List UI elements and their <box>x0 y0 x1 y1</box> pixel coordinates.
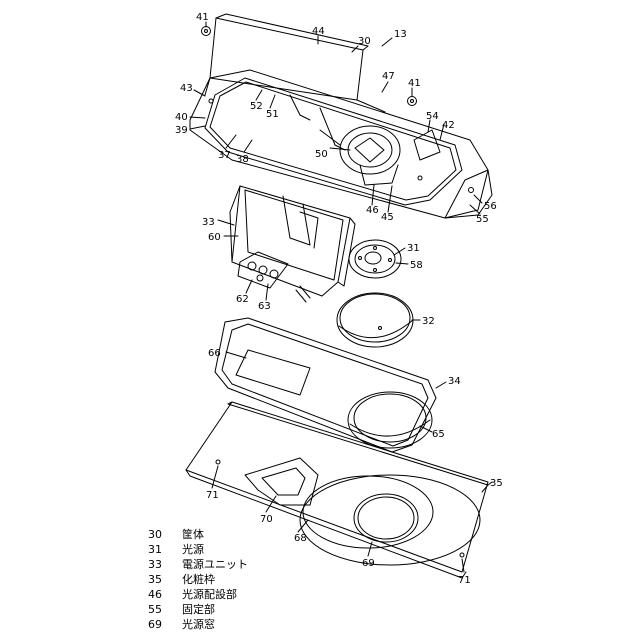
ref-label: 71 <box>206 490 219 501</box>
ref-label: 44 <box>312 26 325 37</box>
legend-number: 33 <box>148 557 182 572</box>
ref-label: 51 <box>266 109 279 120</box>
ref-label: 65 <box>432 429 445 440</box>
legend-row: 69光源窓 <box>148 617 248 632</box>
legend-term: 化粧枠 <box>182 572 215 587</box>
ref-label: 33 <box>202 217 215 228</box>
ref-label: 40 <box>175 112 188 123</box>
legend-term: 筐体 <box>182 527 204 542</box>
ref-label: 70 <box>260 514 273 525</box>
ref-label: 50 <box>315 149 328 160</box>
legend-row: 46光源配設部 <box>148 587 248 602</box>
housing-30 <box>190 14 492 218</box>
ref-label: 41 <box>196 12 209 23</box>
ref-label: 60 <box>208 232 221 243</box>
ref-label: 58 <box>410 260 423 271</box>
ref-label: 35 <box>490 478 503 489</box>
legend-number: 31 <box>148 542 182 557</box>
light-source-31 <box>349 240 401 278</box>
legend-row: 31光源 <box>148 542 248 557</box>
ref-label: 68 <box>294 533 307 544</box>
legend-row: 33電源ユニット <box>148 557 248 572</box>
ref-label: 34 <box>448 376 461 387</box>
legend-term: 光源配設部 <box>182 587 237 602</box>
ref-label: 63 <box>258 301 271 312</box>
power-unit-33 <box>230 186 355 302</box>
ref-label: 43 <box>180 83 193 94</box>
legend-term: 光源 <box>182 542 204 557</box>
ref-label: 55 <box>476 214 489 225</box>
legend-number: 35 <box>148 572 182 587</box>
legend-row: 35化粧枠 <box>148 572 248 587</box>
ref-label: 32 <box>422 316 435 327</box>
legend-number: 55 <box>148 602 182 617</box>
legend-number: 69 <box>148 617 182 632</box>
ref-label: 31 <box>407 243 420 254</box>
lens-32 <box>337 293 413 347</box>
legend-term: 固定部 <box>182 602 215 617</box>
legend-row: 55固定部 <box>148 602 248 617</box>
ref-label: 47 <box>382 71 395 82</box>
ref-label: 56 <box>484 201 497 212</box>
ref-label: 41 <box>408 78 421 89</box>
legend-number: 30 <box>148 527 182 542</box>
legend-number: 46 <box>148 587 182 602</box>
legend-row: 30筐体 <box>148 527 248 542</box>
ref-label: 30 <box>358 36 371 47</box>
ref-label: 39 <box>175 125 188 136</box>
reference-legend: 30筐体 31光源 33電源ユニット 35化粧枠 46光源配設部 55固定部 6… <box>148 527 248 632</box>
ref-label: 37 <box>218 150 231 161</box>
legend-term: 電源ユニット <box>182 557 248 572</box>
ref-label: 69 <box>362 558 375 569</box>
ref-label: 54 <box>426 111 439 122</box>
legend-term: 光源窓 <box>182 617 215 632</box>
ref-label: 71 <box>458 575 471 586</box>
ref-label: 62 <box>236 294 249 305</box>
ref-label: 45 <box>381 212 394 223</box>
leader-lines <box>190 22 488 572</box>
ref-label: 42 <box>442 120 455 131</box>
ref-label: 66 <box>208 348 221 359</box>
ref-label: 52 <box>250 101 263 112</box>
ref-label: 46 <box>366 205 379 216</box>
ref-label: 13 <box>394 29 407 40</box>
ref-label: 38 <box>236 154 249 165</box>
